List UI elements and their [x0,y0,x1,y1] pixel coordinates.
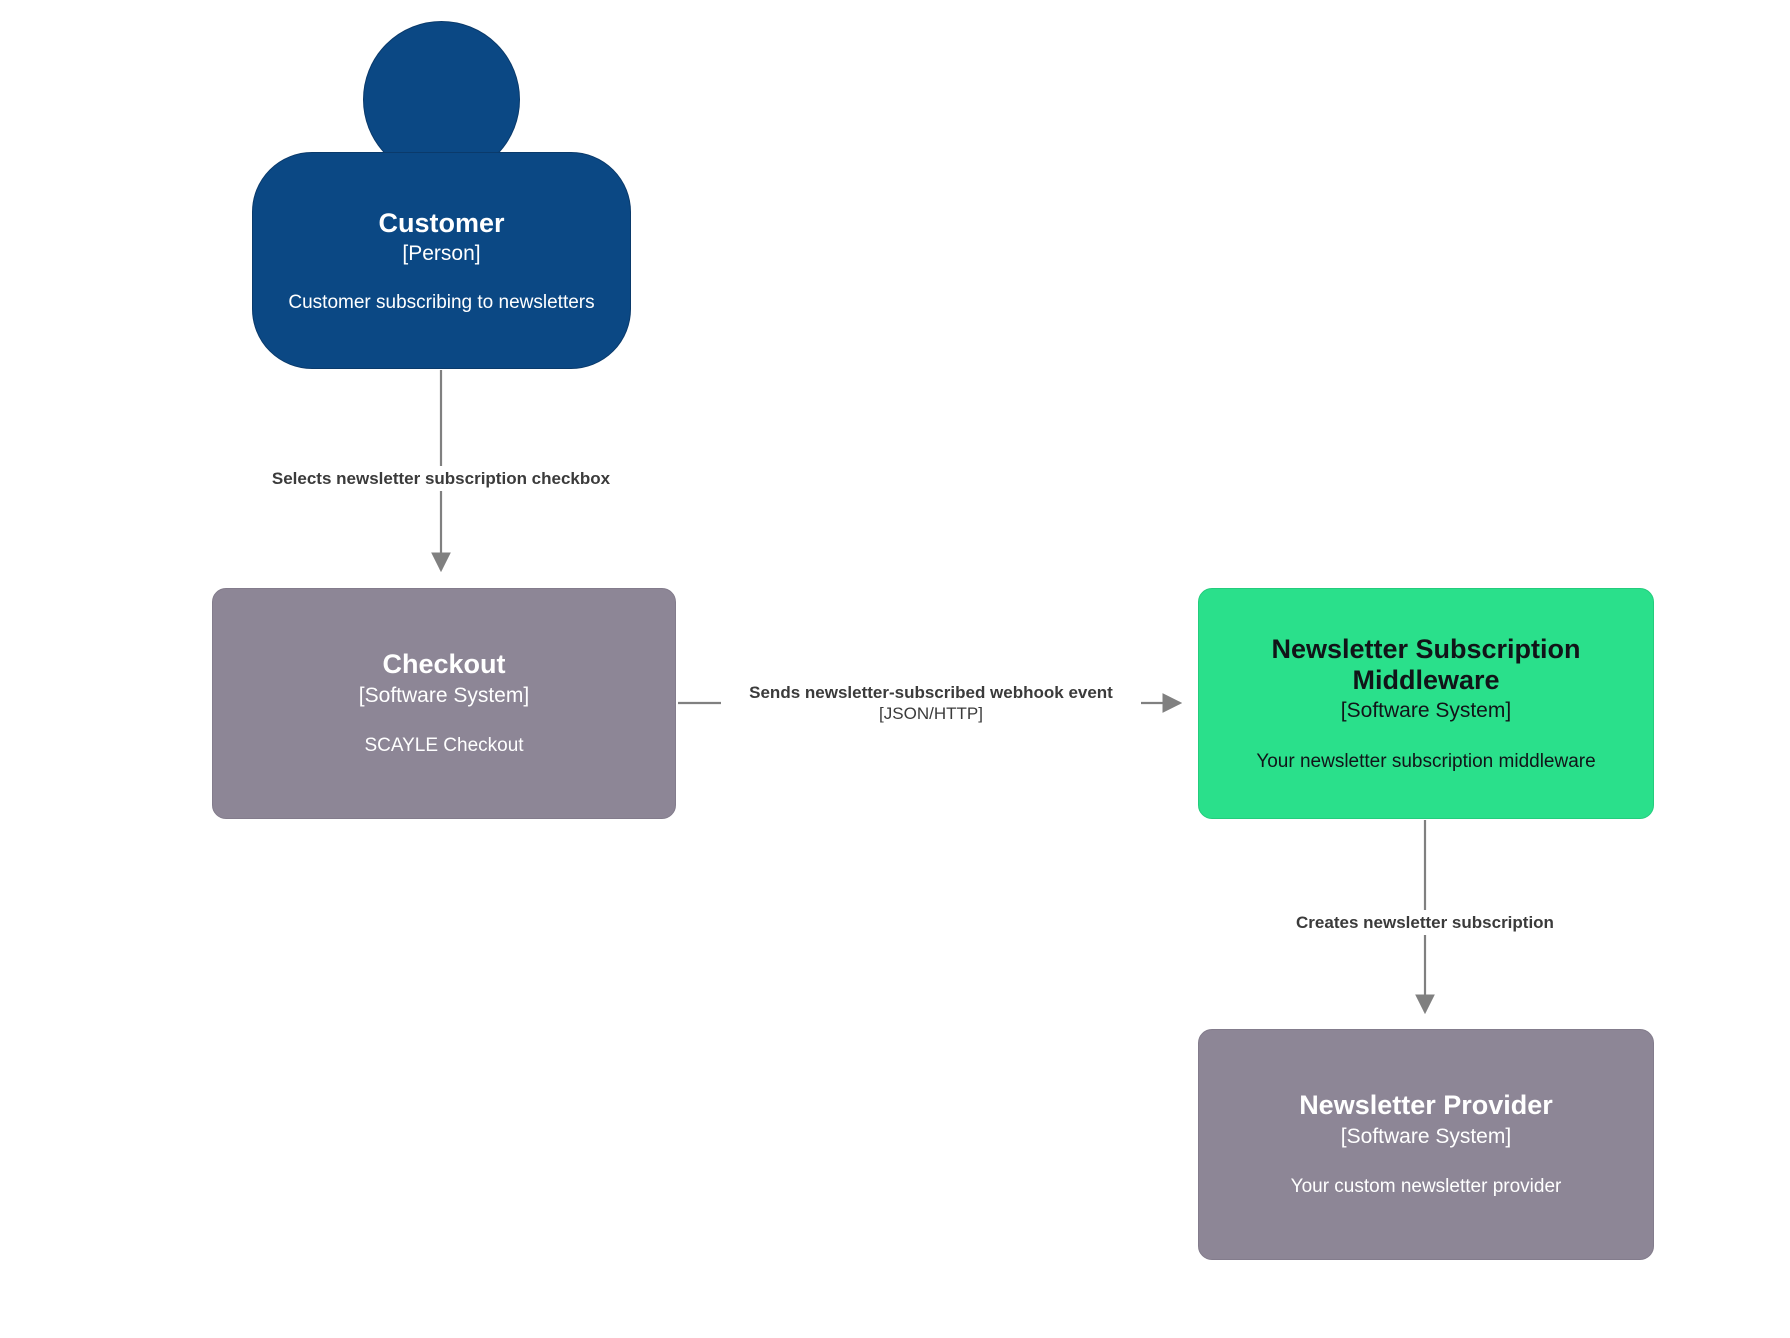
middleware-name-line2: Middleware [1352,665,1500,696]
checkout-name: Checkout [382,649,506,680]
edge-label-text: Creates newsletter subscription [1296,913,1554,932]
edge-label-text: Selects newsletter subscription checkbox [271,469,611,488]
checkout-description: SCAYLE Checkout [364,734,524,756]
edge-label-text: Sends newsletter-subscribed webhook even… [749,683,1113,702]
provider-type: [Software System] [1340,1124,1512,1148]
node-newsletter-provider[interactable]: Newsletter Provider [Software System] Yo… [1198,1029,1654,1260]
middleware-type: [Software System] [1340,699,1512,723]
provider-name: Newsletter Provider [1299,1090,1553,1121]
person-head-shape [363,21,520,178]
node-newsletter-subscription-middleware[interactable]: Newsletter Subscription Middleware [Soft… [1198,588,1654,819]
middleware-description: Your newsletter subscription middleware [1256,750,1596,772]
customer-name: Customer [378,207,505,238]
node-customer[interactable]: Customer [Person] Customer subscribing t… [252,21,632,371]
edge-label-customer-to-checkout: Selects newsletter subscription checkbox [251,466,631,492]
edge-label-checkout-to-middleware: Sends newsletter-subscribed webhook even… [721,680,1141,727]
provider-description: Your custom newsletter provider [1290,1175,1562,1197]
middleware-name-line1: Newsletter Subscription [1271,633,1581,664]
customer-type: [Person] [402,241,481,265]
edge-label-technology: [JSON/HTTP] [879,704,983,724]
checkout-type: [Software System] [358,683,530,707]
middleware-name: Newsletter Subscription Middleware [1271,634,1580,697]
person-body-shape: Customer [Person] Customer subscribing t… [252,152,631,369]
edge-label-middleware-to-provider: Creates newsletter subscription [1275,910,1575,936]
node-checkout[interactable]: Checkout [Software System] SCAYLE Checko… [212,588,676,819]
customer-description: Customer subscribing to newsletters [288,291,595,313]
